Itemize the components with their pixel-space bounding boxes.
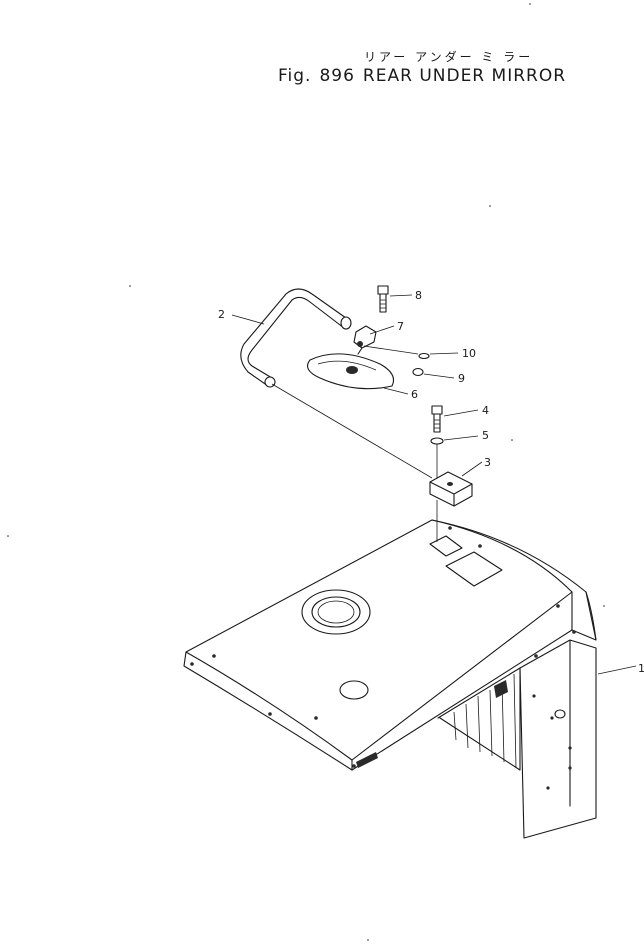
title-japanese: リアー アンダー ミ ラー: [364, 50, 534, 64]
bracket-part-3: [429, 471, 473, 507]
callout-7: 7: [397, 320, 404, 333]
callout-6: 6: [411, 388, 418, 401]
bolt-part-4: [431, 405, 443, 433]
callout-4: 4: [482, 404, 489, 417]
callout-1: 1: [638, 662, 644, 675]
leader-lines: [231, 294, 637, 675]
callout-10: 10: [462, 347, 476, 360]
fig-number: 896: [319, 66, 355, 86]
scan-specks: [7, 3, 605, 941]
clamp-part-7: [353, 325, 377, 355]
nut-part-9: [412, 367, 424, 377]
mirror-stay-part-2: [240, 288, 352, 388]
bolt-part-8: [377, 285, 389, 313]
callout-5: 5: [482, 429, 489, 442]
washer-part-5: [430, 437, 444, 445]
callout-8: 8: [415, 289, 422, 302]
rear-cover-part-1: [183, 519, 597, 839]
mirror-part-6: [307, 353, 395, 390]
assembly-lines: [271, 345, 438, 542]
callout-labels: 1 2 3 4 5 6 7 8 9 10: [218, 289, 644, 675]
figure-title: Fig. 896 REAR UNDER MIRROR: [278, 66, 574, 86]
fig-label: Fig.: [278, 66, 312, 86]
callout-9: 9: [458, 372, 465, 385]
lock-washer-part-10: [418, 352, 430, 360]
callout-3: 3: [484, 456, 491, 469]
figure-name: REAR UNDER MIRROR: [362, 66, 567, 86]
callout-2: 2: [218, 308, 225, 321]
